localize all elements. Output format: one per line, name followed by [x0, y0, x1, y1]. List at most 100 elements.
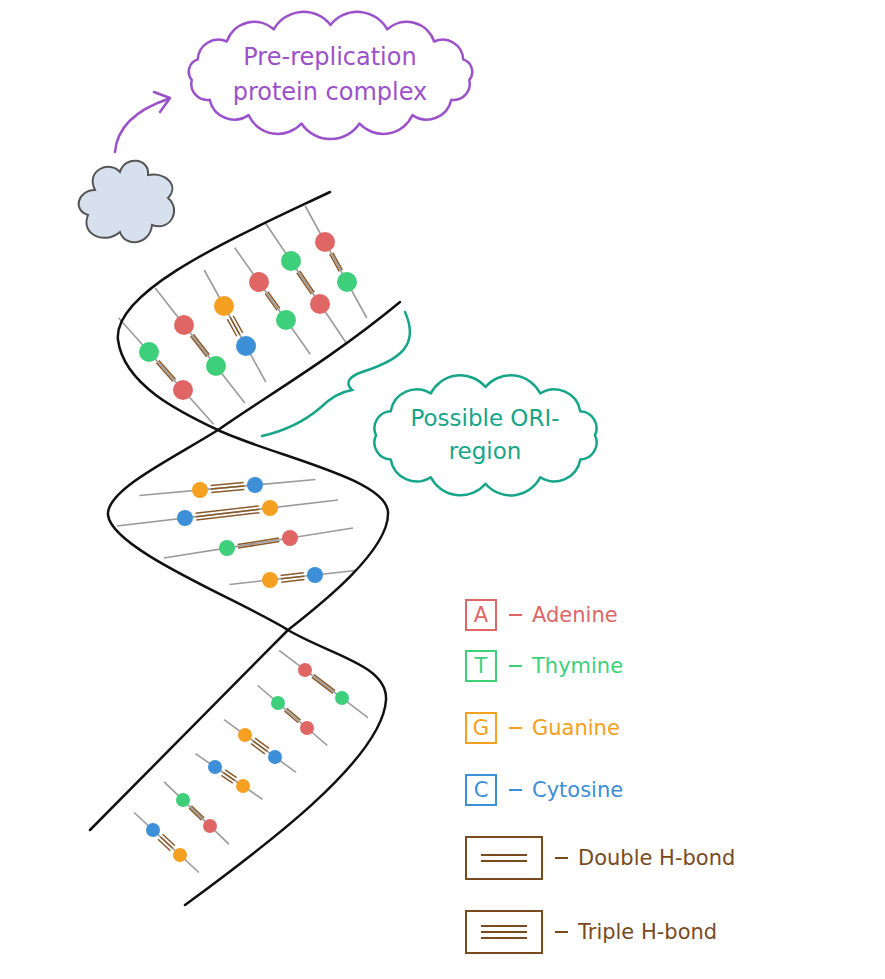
legend-swatch: A — [465, 599, 497, 631]
base-pair-rung — [164, 782, 229, 844]
cloud-label: Possible ORI-region — [398, 402, 573, 469]
hydrogen-bond — [312, 677, 333, 693]
legend-text: Thymine — [532, 654, 623, 678]
hydrogen-bond — [225, 770, 236, 778]
bond-line — [481, 925, 527, 927]
legend-text: Cytosine — [532, 778, 623, 802]
hydrogen-bond — [238, 538, 279, 545]
hydrogen-bond — [196, 513, 259, 520]
cloud-label: Pre-replication protein complex — [213, 40, 448, 110]
base-dot — [315, 232, 335, 252]
base-dot — [238, 728, 252, 742]
base-letter: G — [473, 716, 489, 740]
hydrogen-bond — [158, 839, 170, 850]
hydrogen-bond — [238, 541, 279, 548]
legend-swatch: T — [465, 650, 497, 682]
base-pair-rung — [230, 571, 356, 585]
callout-cloud: Pre-replication protein complex — [178, 12, 483, 138]
base-dot — [262, 572, 278, 588]
bond-line — [481, 860, 527, 862]
base-dot — [300, 721, 314, 735]
hydrogen-bond — [156, 363, 173, 382]
hydrogen-bond — [297, 273, 311, 294]
legend-row: C Cytosine — [465, 768, 623, 812]
base-dot — [249, 272, 269, 292]
bond-line — [481, 931, 527, 933]
base-dot — [310, 294, 330, 314]
hydrogen-bond — [196, 509, 259, 516]
base-pair-rung — [164, 528, 353, 558]
hydrogen-bond — [211, 489, 244, 492]
base-letter: C — [474, 778, 489, 802]
bond-line — [481, 854, 527, 856]
legend-text: Guanine — [532, 716, 620, 740]
base-pair-rung — [279, 650, 368, 717]
arrow-head — [154, 92, 170, 112]
hydrogen-bond — [191, 336, 207, 357]
hydrogen-bond — [281, 573, 304, 576]
dna-strand — [90, 192, 388, 830]
base-pair-rung — [305, 206, 367, 318]
base-dot — [219, 540, 235, 556]
base-dot — [208, 760, 222, 774]
base-dot — [281, 251, 301, 271]
legend-swatch — [465, 836, 543, 880]
hydrogen-bond — [211, 486, 244, 489]
legend-row: Double H-bond — [465, 836, 735, 880]
hydrogen-bond — [227, 319, 236, 336]
cloud-outline — [178, 12, 483, 138]
base-dot — [173, 380, 193, 400]
hydrogen-bond — [193, 334, 209, 355]
hydrogen-bond — [284, 711, 298, 723]
legend-row: Triple H-bond — [465, 910, 717, 954]
cloud-outline-path — [374, 375, 596, 495]
base-dot — [337, 272, 357, 292]
base-dot — [146, 823, 160, 837]
hydrogen-bond — [314, 675, 335, 691]
base-pair-rung — [117, 500, 338, 526]
legend-dash — [509, 665, 522, 667]
legend-dash — [509, 727, 522, 729]
bond-sample — [467, 838, 541, 878]
base-dot — [203, 819, 217, 833]
legend-dash — [509, 789, 522, 791]
legend-swatch — [465, 910, 543, 954]
base-dot — [307, 567, 323, 583]
hydrogen-bond — [223, 773, 234, 781]
base-dot — [174, 315, 194, 335]
hydrogen-bond — [281, 576, 304, 579]
hydrogen-bond — [300, 271, 314, 292]
legend-dash — [509, 614, 522, 616]
legend-dash — [555, 857, 568, 859]
base-pair-rung — [134, 813, 199, 873]
base-dot — [271, 696, 285, 710]
base-dot — [335, 691, 349, 705]
bond-line — [481, 937, 527, 939]
legend-swatch: C — [465, 774, 497, 806]
hydrogen-bond — [265, 294, 277, 311]
legend-row: A Adenine — [465, 593, 618, 637]
legend-dash — [555, 931, 568, 933]
base-dot — [177, 510, 193, 526]
base-dot — [268, 750, 282, 764]
base-letter: T — [475, 654, 488, 678]
legend-text: Adenine — [532, 603, 618, 627]
dna-strand — [108, 302, 400, 905]
base-dot — [298, 663, 312, 677]
base-dot — [282, 530, 298, 546]
base-pair-rung — [155, 288, 245, 403]
callout-cloud: Possible ORI-region — [363, 374, 608, 497]
base-pair-rung — [140, 480, 316, 496]
base-dot — [214, 296, 234, 316]
base-dot — [139, 342, 159, 362]
legend-row: G Guanine — [465, 706, 620, 750]
hydrogen-bond — [221, 775, 232, 783]
legend-text: Double H-bond — [578, 846, 735, 870]
base-pair-rung — [265, 222, 346, 342]
legend-text: Triple H-bond — [578, 920, 717, 944]
cloud-outline — [363, 374, 608, 497]
hydrogen-bond — [159, 361, 176, 380]
hydrogen-bond — [251, 744, 265, 754]
base-dot — [247, 477, 263, 493]
